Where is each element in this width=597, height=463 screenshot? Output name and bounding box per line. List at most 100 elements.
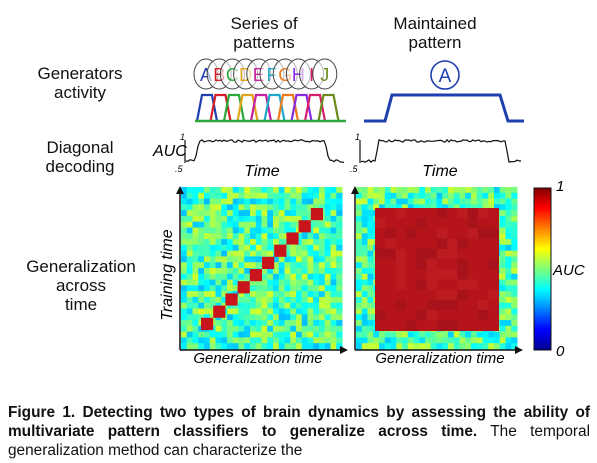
matrix-cell (296, 204, 303, 211)
matrix-cell (430, 198, 437, 205)
matrix-cell (215, 337, 222, 344)
matrix-cell (361, 210, 368, 217)
matrix-cell (267, 204, 274, 211)
matrix-cell (471, 343, 478, 350)
matrix-cell (330, 331, 337, 338)
matrix-cell (319, 320, 326, 327)
matrix-cell (215, 325, 222, 333)
pattern-letter: J (320, 65, 329, 85)
matrix-cell (301, 273, 308, 281)
matrix-cell (209, 314, 216, 321)
matrix-cell (186, 296, 193, 304)
matrix-cell (192, 215, 199, 223)
matrix-cell (244, 302, 251, 309)
matrix-cell (186, 343, 193, 350)
matrix-cell (221, 285, 228, 292)
matrix-cell (267, 215, 274, 223)
matrix-cell (313, 262, 320, 269)
matrix-cell (209, 273, 216, 281)
matrix-cell (430, 187, 437, 194)
matrix-cell (255, 296, 262, 304)
matrix-cell (181, 296, 188, 304)
matrix-cell (511, 215, 518, 223)
matrix-cell (442, 331, 449, 338)
matrix-cell (482, 187, 489, 194)
matrix-cell (313, 192, 320, 200)
matrix-cell (488, 337, 495, 344)
matrix-cell (396, 343, 403, 350)
matrix-cell (186, 187, 193, 194)
matrix-cell (319, 268, 326, 275)
matrix-cell (204, 215, 211, 223)
matrix-square-cell (436, 299, 448, 310)
matrix-diagonal-block (262, 256, 275, 269)
matrix-diagonal-block (249, 269, 262, 282)
matrix-cell (261, 285, 268, 292)
matrix-cell (319, 279, 326, 286)
matrix-cell (250, 302, 257, 309)
matrix-cell (384, 337, 391, 344)
matrix-cell (290, 268, 297, 275)
matrix-cell (482, 204, 489, 211)
matrix-cell (186, 198, 193, 205)
matrix-cell (505, 215, 512, 223)
matrix-cell (244, 296, 251, 304)
matrix-cell (356, 331, 363, 338)
matrix-cell (244, 337, 251, 344)
matrix-cell (198, 210, 205, 217)
matrix-cell (244, 210, 251, 217)
matrix-cell (186, 273, 193, 281)
matrix-cell (301, 233, 308, 240)
matrix-cell (186, 221, 193, 228)
matrix-cell (198, 256, 205, 263)
matrix-cell (261, 215, 268, 223)
matrix-cell (324, 279, 331, 286)
matrix-cell (181, 204, 188, 211)
matrix-cell (301, 320, 308, 327)
matrix-cell (221, 250, 228, 257)
matrix-cell (204, 285, 211, 292)
row-label-generators-line2: activity (54, 83, 106, 102)
matrix-cell (296, 331, 303, 338)
matrix-cell (273, 227, 280, 234)
matrix-cell (324, 192, 331, 200)
matrix-cell (278, 279, 285, 286)
matrix-cell (379, 192, 386, 200)
matrix-cell (324, 343, 331, 350)
matrix-cell (330, 227, 337, 234)
matrix-cell (250, 192, 257, 200)
matrix-cell (511, 314, 518, 321)
decoding-trace-right (360, 138, 522, 164)
matrix-cell (319, 244, 326, 252)
matrix-cell (324, 210, 331, 217)
matrix-cell (494, 331, 501, 338)
matrix-cell (250, 250, 257, 257)
matrix-cell (261, 233, 268, 240)
matrix-cell (384, 198, 391, 205)
matrix-square-cell (426, 310, 437, 321)
matrix-cell (192, 210, 199, 217)
matrix-cell (181, 233, 188, 240)
matrix-cell (511, 343, 518, 350)
matrix-cell (379, 204, 386, 211)
matrix-cell (336, 239, 343, 246)
matrix-cell (244, 250, 251, 257)
matrix-cell (330, 210, 337, 217)
matrix-cell (324, 215, 331, 223)
matrix-cell (221, 215, 228, 223)
matrix-cell (221, 221, 228, 228)
matrix-cell (505, 308, 512, 315)
matrix-cell (356, 239, 363, 246)
matrix-cell (284, 308, 291, 315)
matrix-cell (324, 291, 331, 298)
matrix-cell (273, 262, 280, 269)
matrix-cell (319, 343, 326, 350)
matrix-cell (255, 187, 262, 194)
matrix-cell (448, 198, 455, 205)
matrix-cell (413, 331, 420, 338)
matrix-cell (367, 302, 374, 309)
matrix-cell (324, 256, 331, 263)
matrix-square-cell (467, 208, 478, 219)
matrix-cell (505, 244, 512, 252)
matrix-cell (232, 239, 239, 246)
